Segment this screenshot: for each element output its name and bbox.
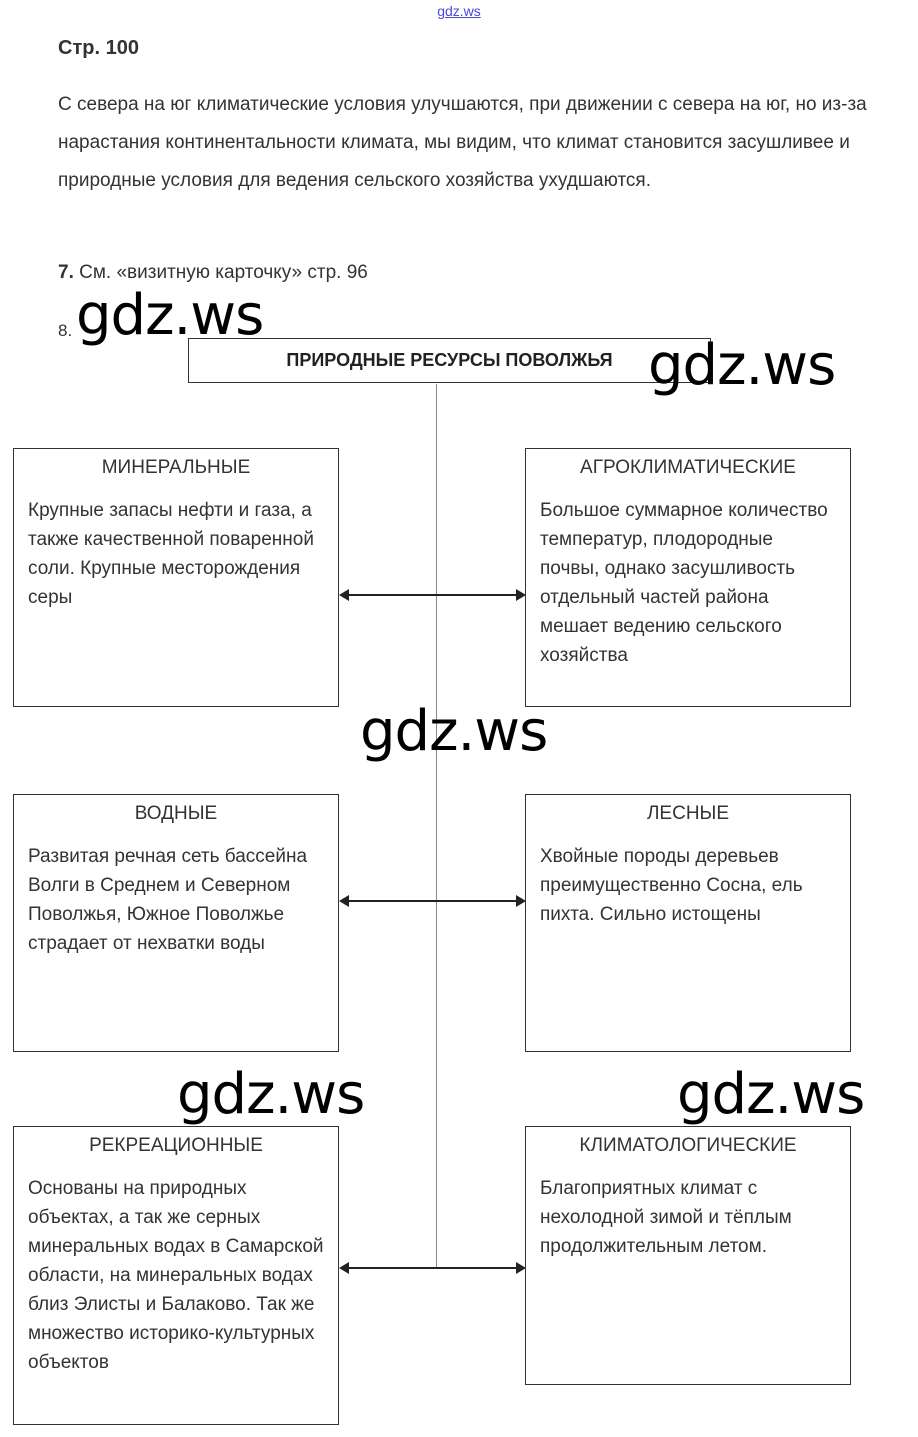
box-text: Большое суммарное количество температур,… [540, 500, 828, 666]
box-title: АГРОКЛИМАТИЧЕСКИЕ [580, 457, 796, 478]
item-7: 7. См. «визитную карточку» стр. 96 [58, 262, 368, 284]
box-agroclimatic: АГРОКЛИМАТИЧЕСКИЕ Большое суммарное коли… [525, 448, 851, 707]
item-7-text: См. «визитную карточку» стр. 96 [73, 262, 368, 283]
box-recreational: РЕКРЕАЦИОННЫЕ Основаны на природных объе… [13, 1126, 339, 1425]
watermark: gdz.ws [76, 283, 264, 348]
diagram-title-box: ПРИРОДНЫЕ РЕСУРСЫ ПОВОЛЖЬЯ [188, 338, 711, 383]
double-arrow [339, 895, 526, 907]
box-text: Хвойные породы деревьев преимущественно … [540, 846, 803, 925]
double-arrow [339, 589, 526, 601]
watermark: gdz.ws [677, 1062, 865, 1127]
box-title: МИНЕРАЛЬНЫЕ [101, 457, 251, 478]
item-8-number: 8. [58, 321, 73, 340]
watermark-link[interactable]: gdz.ws [437, 3, 481, 19]
watermark: gdz.ws [360, 699, 548, 764]
box-climatological: КЛИМАТОЛОГИЧЕСКИЕ Благоприятных климат с… [525, 1126, 851, 1385]
item-7-number: 7. [58, 262, 74, 283]
connector-line [436, 384, 437, 1268]
box-forest: ЛЕСНЫЕ Хвойные породы деревьев преимущес… [525, 794, 851, 1052]
box-text: Развитая речная сеть бассейна Волги в Ср… [28, 846, 308, 954]
box-text: Благоприятных климат с нехолодной зимой … [540, 1178, 792, 1257]
box-mineral: МИНЕРАЛЬНЫЕ Крупные запасы нефти и газа,… [13, 448, 339, 707]
box-text: Крупные запасы нефти и газа, а также кач… [28, 500, 314, 608]
box-title: КЛИМАТОЛОГИЧЕСКИЕ [579, 1135, 797, 1156]
answer-paragraph: С севера на юг климатические условия улу… [58, 94, 867, 191]
double-arrow [339, 1262, 526, 1274]
box-title: ЛЕСНЫЕ [646, 803, 730, 824]
box-title: ВОДНЫЕ [134, 803, 218, 824]
watermark: gdz.ws [648, 333, 836, 398]
box-title: РЕКРЕАЦИОННЫЕ [89, 1135, 263, 1156]
box-text: Основаны на природных объектах, а так же… [28, 1178, 324, 1373]
box-water: ВОДНЫЕ Развитая речная сеть бассейна Вол… [13, 794, 339, 1052]
page-heading: Стр. 100 [58, 37, 139, 59]
watermark: gdz.ws [177, 1062, 365, 1127]
